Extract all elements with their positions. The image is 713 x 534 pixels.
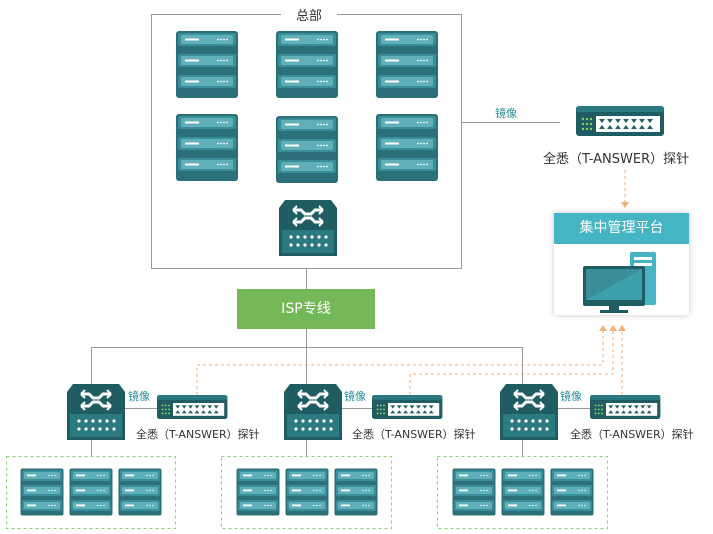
branch-box: [6, 456, 176, 529]
server-rack-icon: [176, 31, 238, 98]
mirror-label: 镜像: [559, 388, 583, 404]
platform-title: 集中管理平台: [554, 213, 689, 244]
branch-box: [221, 456, 392, 529]
server-rack-icon: [376, 114, 438, 181]
server-rack-icon: [276, 116, 338, 183]
platform-box: 集中管理平台: [554, 213, 689, 315]
server-rack-icon: [21, 469, 64, 516]
server-rack-icon: [286, 469, 329, 516]
server-rack-icon: [335, 469, 378, 516]
probe-label: 全悉（T-ANSWER）探针: [543, 152, 690, 167]
computer-icon: [583, 252, 656, 313]
isp-line-box: ISP专线: [237, 289, 375, 329]
mirror-label: 镜像: [127, 388, 151, 404]
probe-icon: [157, 395, 228, 419]
probe-icon: [372, 395, 443, 419]
router-icon: [65, 382, 127, 442]
server-rack-icon: [276, 31, 338, 98]
mirror-label: 镜像: [343, 388, 367, 404]
probe-label: 全悉（T-ANSWER）探针: [352, 428, 476, 441]
probe-icon: [576, 106, 664, 136]
router-icon: [498, 382, 560, 442]
server-rack-icon: [70, 469, 113, 516]
probe-label: 全悉（T-ANSWER）探针: [570, 428, 694, 441]
server-rack-icon: [502, 469, 545, 516]
hq-title: 总部: [281, 5, 337, 24]
probe-label: 全悉（T-ANSWER）探针: [136, 428, 260, 441]
mirror-label: 镜像: [494, 105, 518, 121]
router-icon: [277, 198, 339, 258]
probe-icon: [590, 395, 661, 419]
server-rack-icon: [119, 469, 162, 516]
server-rack-icon: [551, 469, 594, 516]
server-rack-icon: [376, 31, 438, 98]
dashed-uplinks: [196, 330, 623, 395]
router-icon: [282, 382, 344, 442]
server-rack-icon: [237, 469, 280, 516]
server-rack-icon: [453, 469, 496, 516]
branch-box: [437, 456, 608, 529]
server-rack-icon: [176, 114, 238, 181]
